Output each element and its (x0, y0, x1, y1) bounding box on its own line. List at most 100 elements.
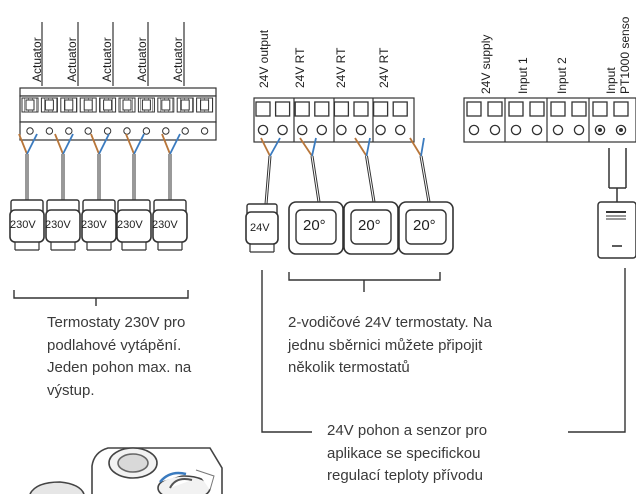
terminal-square (571, 101, 587, 117)
terminal-hole (277, 124, 288, 136)
actuator-device-label-4: 230V (117, 219, 143, 231)
rt-label-rt-2: 24V RT (334, 47, 348, 88)
screw-head (122, 99, 132, 111)
wire-brown (90, 133, 100, 155)
actuator-body (245, 211, 279, 245)
terminal-square (592, 101, 608, 117)
thermostat-display (405, 209, 447, 245)
terminal-square (353, 101, 369, 117)
brackets (13, 268, 626, 433)
terminal-square (613, 101, 629, 117)
terminal-hole (489, 124, 501, 136)
terminal-hole (84, 127, 92, 135)
actuator-body (152, 209, 188, 243)
terminal-square (487, 101, 503, 117)
actuator-body (81, 209, 117, 243)
terminal-square (294, 101, 310, 117)
terminal-hole (257, 124, 269, 136)
thermostat-display (295, 209, 337, 245)
terminal-hole (45, 127, 54, 135)
wire-blue (420, 137, 425, 157)
terminal-hole (26, 127, 34, 135)
wire-blue (269, 137, 281, 157)
terminal-square (466, 101, 482, 117)
terminal-square (372, 101, 389, 117)
actuator-device-label-2: 230V (45, 219, 71, 231)
input-label-supply: 24V supply (479, 34, 493, 94)
wire-blue (169, 133, 181, 155)
terminal-square (508, 101, 524, 117)
screw-head (25, 99, 35, 111)
terminal-square (529, 101, 545, 117)
terminal-square (333, 101, 350, 117)
wire-brown (54, 133, 64, 155)
terminal-hole (123, 127, 131, 135)
wire-brown (125, 133, 135, 155)
terminal-hole-connected (598, 128, 602, 132)
terminal-hole (296, 124, 308, 136)
terminal-hole-connected (619, 128, 623, 132)
terminal-square (314, 101, 330, 117)
actuator-label-ticks (41, 22, 185, 86)
actuator-label-2: Actuator (65, 37, 79, 82)
actuator-label-5: Actuator (171, 37, 185, 82)
thermostat-display (350, 209, 392, 245)
wire-brown (299, 137, 313, 157)
wire-blue (311, 137, 317, 157)
thermostat-display-2: 20° (358, 217, 381, 234)
screw-head (141, 99, 151, 111)
terminal-hole (573, 124, 585, 136)
thermostat-cable-inner (366, 155, 375, 203)
rt-label-rt-1: 24V RT (293, 47, 307, 88)
screw-head (44, 99, 54, 111)
actuator-body (116, 209, 152, 243)
terminal-square (392, 101, 408, 117)
screw-head (64, 99, 74, 111)
actuator-illustration (29, 447, 223, 494)
thermostat-display-3: 20° (413, 217, 436, 234)
rt-label-rt-3: 24V RT (377, 47, 391, 88)
input-terminal-cells (466, 98, 629, 142)
screw-head (103, 99, 113, 111)
terminal-hole (162, 127, 170, 135)
terminal-square (550, 101, 566, 117)
terminal-square (255, 101, 271, 117)
input-label-1: Input 1 (516, 57, 530, 94)
terminal-hole (552, 124, 564, 136)
terminal-hole (200, 127, 209, 135)
wire-blue (365, 137, 371, 157)
wire-blue (133, 133, 145, 155)
wire-brown (354, 137, 368, 157)
input-label-2: Input 2 (555, 57, 569, 94)
thermostat-cable-inner (420, 155, 430, 203)
actuator-cable-inner (265, 155, 271, 205)
terminal-hole (468, 124, 480, 136)
wire-brown (260, 137, 271, 157)
terminal-hole (355, 124, 367, 136)
terminal-hole (531, 124, 543, 136)
rt-actuator-device-label: 24V (250, 222, 270, 234)
actuator-device-label-5: 230V (152, 219, 178, 231)
wire-blue (62, 133, 74, 155)
wire-brown (409, 137, 422, 157)
actuator-device-label-1: 230V (10, 219, 36, 231)
terminal-hole (375, 124, 386, 136)
rt-devices (245, 137, 454, 255)
description-24v-actuator-sensor: 24V pohon a senzor pro aplikace se speci… (327, 422, 488, 484)
actuator-body (9, 209, 45, 243)
description-24v-thermostats: 2-vodičové 24V termostaty. Na jednu sběr… (288, 314, 492, 376)
wire-brown (18, 133, 28, 155)
terminal-hole (103, 127, 112, 135)
input-label-pt1000-line2: PT1000 senso (618, 16, 632, 94)
actuator-device-label-3: 230V (81, 219, 107, 231)
terminal-hole (65, 127, 73, 135)
screw-head (180, 99, 190, 111)
screw-head (83, 99, 93, 111)
terminal-hole (394, 124, 406, 136)
screw-head (200, 99, 210, 111)
actuator-screw-terminals (21, 97, 214, 135)
rt-terminal-cells (255, 98, 408, 142)
actuator-label-4: Actuator (135, 37, 149, 82)
actuator-devices (9, 133, 188, 251)
